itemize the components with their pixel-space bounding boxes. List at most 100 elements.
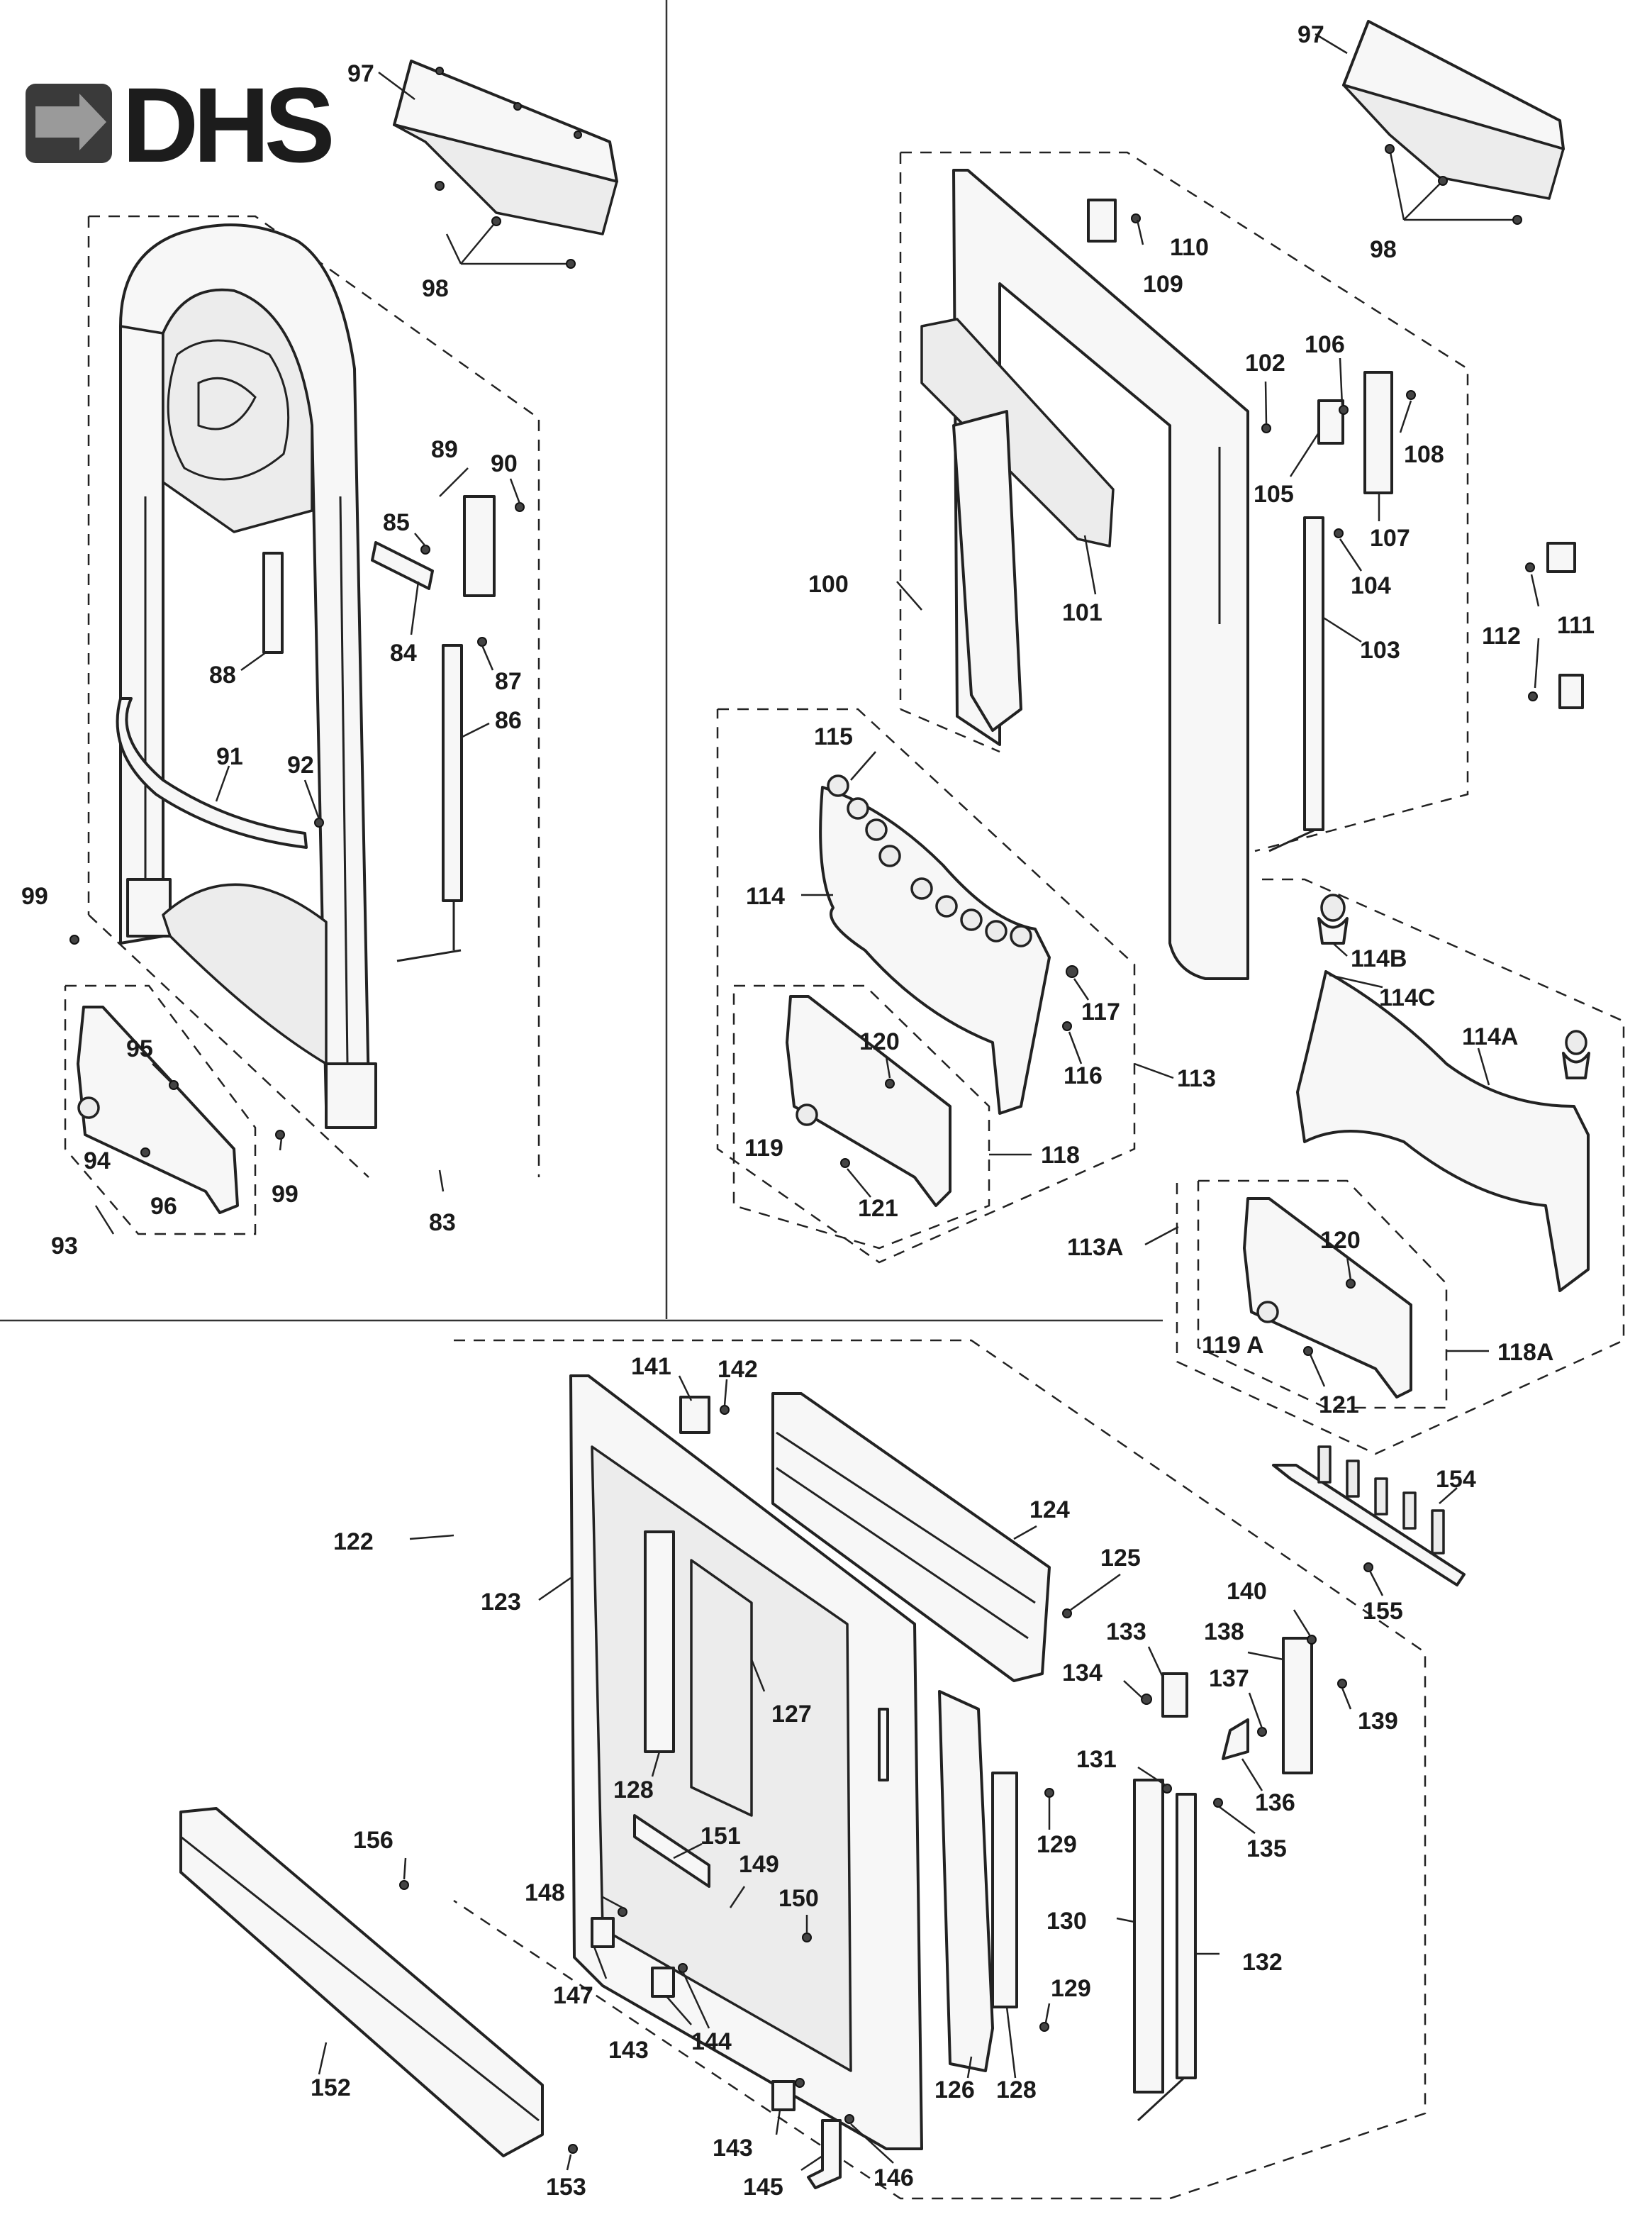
base-152 (179, 1807, 544, 2157)
louvre-124 (771, 1392, 1051, 1682)
label-154: 154 (1436, 1466, 1476, 1493)
label-125: 125 (1100, 1545, 1141, 1572)
label-112: 112 (1482, 623, 1521, 650)
label-96: 96 (150, 1193, 177, 1220)
label-141: 141 (631, 1353, 671, 1380)
label-142: 142 (718, 1356, 758, 1383)
label-118: 118 (1041, 1142, 1080, 1169)
label-114A: 114A (1462, 1023, 1518, 1050)
label-91: 91 (216, 743, 243, 770)
label-89: 89 (431, 436, 458, 463)
label-128b: 128 (996, 2076, 1037, 2103)
label-113: 113 (1177, 1065, 1216, 1092)
dhs-logo-text: DHS (122, 65, 332, 184)
label-120b: 120 (1320, 1227, 1361, 1254)
label-140: 140 (1227, 1578, 1267, 1605)
log-set-114A (1296, 970, 1590, 1292)
label-114: 114 (746, 883, 785, 910)
label-116: 116 (1064, 1062, 1103, 1089)
label-108: 108 (1404, 441, 1444, 468)
label-120a: 120 (859, 1028, 900, 1055)
rail-154 (1272, 1445, 1466, 1586)
label-119: 119 (744, 1135, 783, 1162)
assembly-113-outline (716, 708, 1136, 1264)
hood-97-right (1342, 20, 1565, 200)
label-151: 151 (701, 1823, 741, 1850)
label-131: 131 (1076, 1746, 1117, 1773)
label-85: 85 (383, 509, 410, 536)
label-107: 107 (1370, 525, 1410, 552)
label-121b: 121 (1319, 1391, 1359, 1418)
log-set-114 (819, 786, 1051, 1115)
label-148: 148 (525, 1879, 565, 1906)
label-117: 117 (1081, 999, 1120, 1025)
bracket-111 (1546, 542, 1576, 573)
label-90: 90 (491, 450, 518, 477)
dhs-logo: DHS (26, 65, 337, 184)
label-87: 87 (495, 668, 522, 695)
label-149: 149 (739, 1851, 779, 1878)
urn-114B (1317, 894, 1349, 945)
assembly-83-outline (89, 215, 540, 1177)
assembly-118A-outline (1197, 1179, 1448, 1409)
urn-114B-right (1562, 1030, 1590, 1079)
label-133: 133 (1106, 1618, 1146, 1645)
label-127: 127 (771, 1701, 812, 1728)
label-98b: 98 (1370, 236, 1397, 263)
label-114C: 114C (1379, 984, 1435, 1011)
grate-front-118A (1243, 1197, 1412, 1399)
label-84: 84 (390, 640, 417, 667)
label-144: 144 (691, 2028, 732, 2055)
label-143b: 143 (713, 2135, 753, 2162)
knobs-115 (827, 774, 1032, 947)
label-128a: 128 (613, 1777, 654, 1803)
ornate-front-frame (119, 223, 377, 1129)
label-95: 95 (126, 1035, 153, 1062)
label-152: 152 (311, 2074, 351, 2101)
label-129b: 129 (1051, 1975, 1091, 2002)
label-139: 139 (1358, 1708, 1398, 1735)
label-118A: 118A (1497, 1339, 1553, 1366)
label-111: 111 (1557, 612, 1595, 639)
label-101: 101 (1062, 599, 1103, 626)
label-146: 146 (874, 2164, 914, 2191)
label-122: 122 (333, 1528, 374, 1555)
assembly-122-outline (453, 1339, 1427, 2200)
label-136: 136 (1255, 1789, 1295, 1816)
assembly-118-outline (732, 984, 990, 1250)
label-113A: 113A (1067, 1234, 1123, 1261)
label-135: 135 (1246, 1835, 1287, 1862)
label-114B: 114B (1351, 945, 1407, 972)
label-98a: 98 (422, 275, 449, 302)
assembly-113A-outline (1176, 878, 1625, 1455)
label-109: 109 (1143, 271, 1183, 298)
label-129a: 129 (1037, 1831, 1077, 1858)
label-130: 130 (1047, 1908, 1087, 1935)
rod-88 (262, 552, 284, 654)
label-106: 106 (1305, 331, 1345, 358)
handle-91 (116, 697, 308, 849)
label-119A: 119 A (1202, 1332, 1264, 1359)
label-150: 150 (778, 1885, 819, 1912)
bracket-128-left (644, 1530, 675, 1753)
label-137: 137 (1209, 1665, 1249, 1692)
label-99b: 99 (272, 1181, 298, 1208)
panel-127 (690, 1559, 753, 1817)
label-138: 138 (1204, 1618, 1244, 1645)
assembly-93-outline (64, 984, 257, 1235)
label-110: 110 (1170, 234, 1209, 261)
label-156: 156 (353, 1827, 394, 1854)
label-124: 124 (1029, 1496, 1070, 1523)
label-92: 92 (287, 752, 314, 779)
label-153: 153 (546, 2174, 586, 2201)
hood-97-left (393, 60, 618, 235)
label-147: 147 (553, 1982, 593, 2009)
label-100: 100 (808, 571, 849, 598)
label-99a: 99 (21, 883, 48, 910)
frame-100 (952, 169, 1249, 980)
baffle-101 (920, 318, 1115, 547)
grate-front-118 (786, 995, 951, 1207)
assembly-122 (179, 1339, 1466, 2200)
label-134: 134 (1062, 1659, 1103, 1686)
